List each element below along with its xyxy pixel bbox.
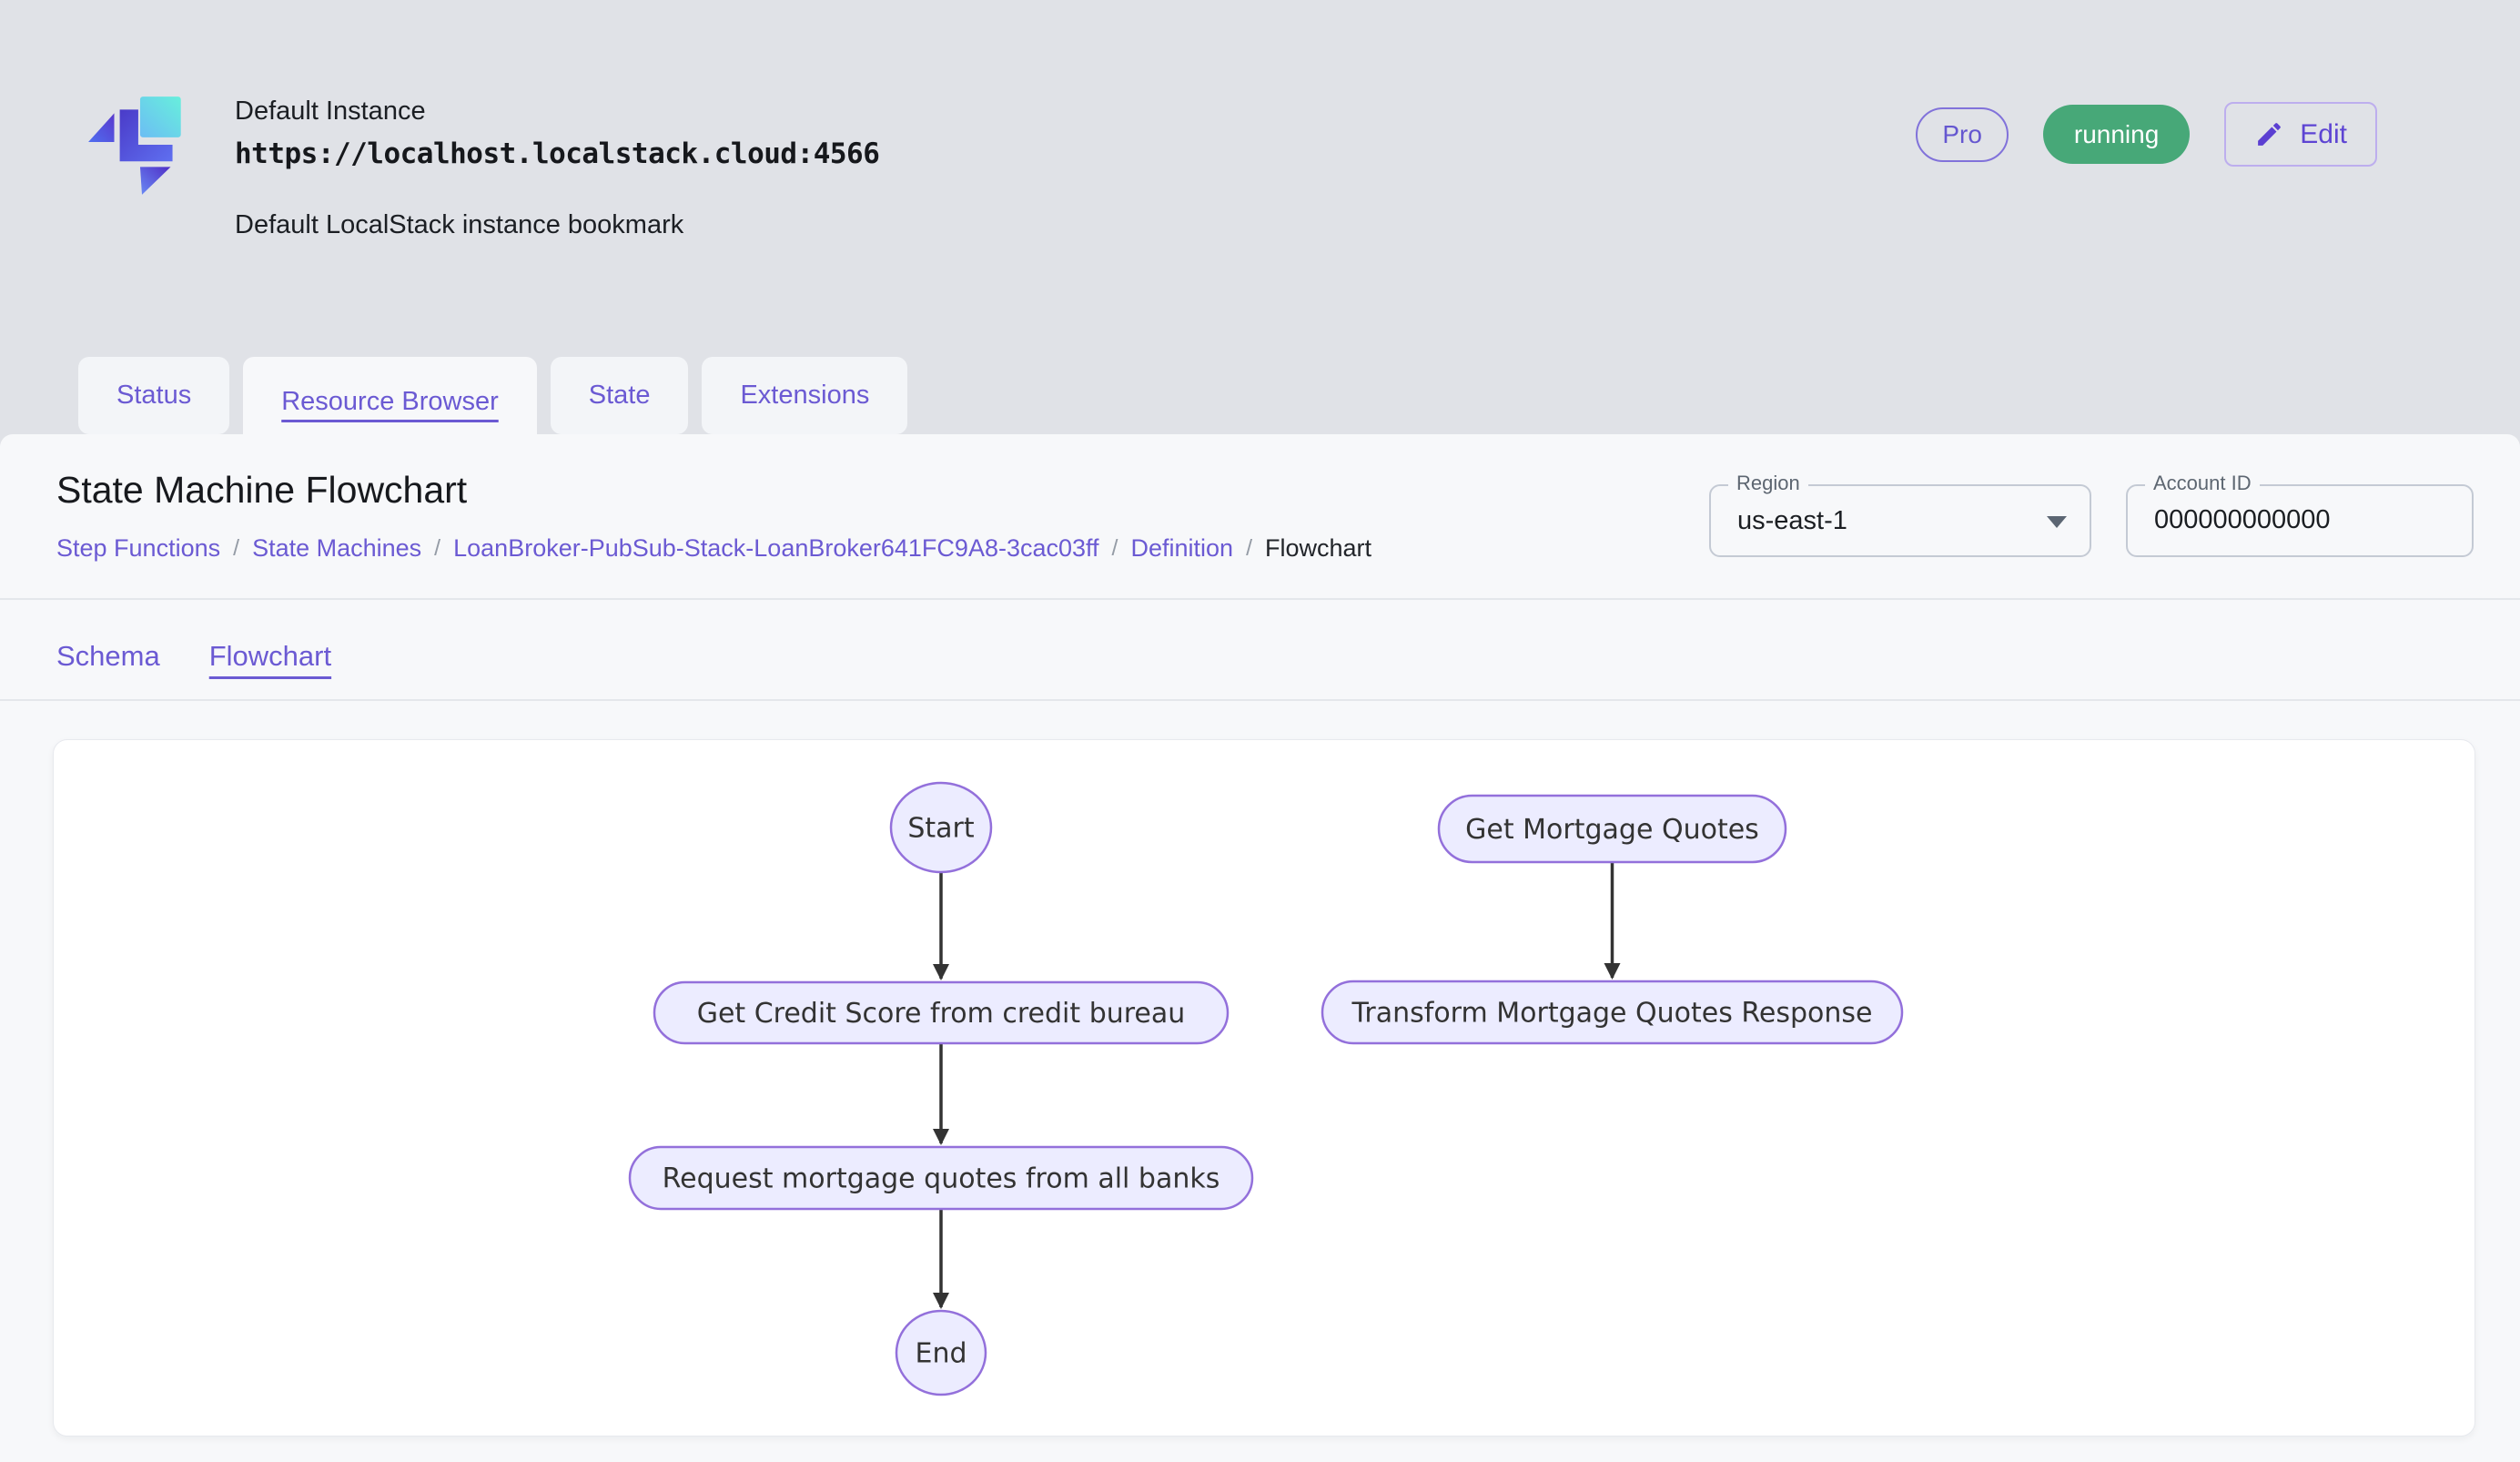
content-panel: State Machine Flowchart Step Functions/S… (0, 434, 2520, 1462)
flowchart-node-get-mortgage: Get Mortgage Quotes (1437, 794, 1787, 864)
flowchart-node-request-quotes: Request mortgage quotes from all banks (628, 1145, 1254, 1211)
instance-header: Default Instance https://localhost.local… (0, 0, 2520, 357)
breadcrumb-separator: / (434, 535, 441, 561)
breadcrumb-separator: / (233, 535, 240, 561)
region-value: us-east-1 (1737, 506, 1847, 535)
region-label: Region (1728, 472, 1808, 494)
localstack-logo-icon (88, 96, 181, 195)
dropdown-caret-icon (2047, 516, 2067, 528)
instance-description: Default LocalStack instance bookmark (235, 210, 684, 239)
svg-text:Request mortgage quotes from a: Request mortgage quotes from all banks (663, 1163, 1220, 1195)
svg-text:Start: Start (907, 813, 975, 845)
pencil-icon (2258, 123, 2282, 146)
divider (0, 699, 2520, 701)
tab-status[interactable]: Status (78, 357, 230, 434)
breadcrumb-item-state-machines[interactable]: State Machines (252, 534, 422, 562)
subtab-schema[interactable]: Schema (56, 639, 160, 672)
flowchart-node-end: End (895, 1309, 987, 1396)
svg-text:Get Mortgage Quotes: Get Mortgage Quotes (1465, 814, 1759, 846)
svg-text:Get Credit Score from credit b: Get Credit Score from credit bureau (697, 998, 1186, 1030)
context-fields: Region us-east-1 Account ID (1709, 472, 2474, 557)
region-select[interactable]: Region us-east-1 (1709, 472, 2091, 557)
tab-resource-browser[interactable]: Resource Browser (243, 357, 537, 446)
instance-url: https://localhost.localstack.cloud:4566 (235, 137, 880, 170)
breadcrumb: Step Functions / State Machines / LoanBroker… (56, 534, 1371, 563)
status-badge: running (2042, 105, 2191, 164)
tab-state[interactable]: State (550, 357, 689, 434)
breadcrumb-separator: / (1246, 535, 1253, 561)
flowchart-node-transform-quotes: Transform Mortgage Quotes Response (1321, 980, 1904, 1045)
instance-info: Default Instance https://localhost.local… (235, 96, 880, 240)
svg-text:Transform Mortgage Quotes Resp: Transform Mortgage Quotes Response (1351, 998, 1872, 1030)
breadcrumb-item-loanbroker-pubsub-stack-loanbroker641fc9a8-3cac0[interactable]: LoanBroker-PubSub-Stack-LoanBroker641FC9… (453, 534, 1099, 562)
edit-button[interactable]: Edit (2224, 102, 2377, 167)
svg-text:End: End (915, 1338, 967, 1370)
header-actions: Pro running Edit (1916, 102, 2377, 167)
pro-badge: Pro (1916, 107, 2009, 162)
breadcrumb-item-step-functions[interactable]: Step Functions (56, 534, 221, 562)
tab-extensions[interactable]: Extensions (702, 357, 908, 434)
account-id-input[interactable] (2154, 486, 2445, 553)
breadcrumb-separator: / (1111, 535, 1118, 561)
instance-name: Default Instance (235, 96, 426, 126)
definition-subtabs: Schema Flowchart (56, 613, 331, 699)
flowchart-node-start: Start (889, 781, 993, 874)
divider (0, 598, 2520, 600)
edit-button-label: Edit (2300, 118, 2347, 149)
page-head: State Machine Flowchart Step Functions/S… (56, 469, 1371, 563)
breadcrumb-item-definition[interactable]: Definition (1130, 534, 1234, 562)
account-id-field: Account ID (2126, 472, 2474, 557)
page-title: State Machine Flowchart (56, 469, 468, 511)
account-id-label: Account ID (2145, 472, 2260, 494)
flowchart-node-get-credit-score: Get Credit Score from credit bureau (653, 980, 1230, 1045)
breadcrumb-item-flowchart: Flowchart (1265, 534, 1372, 562)
subtab-flowchart[interactable]: Flowchart (208, 639, 332, 672)
